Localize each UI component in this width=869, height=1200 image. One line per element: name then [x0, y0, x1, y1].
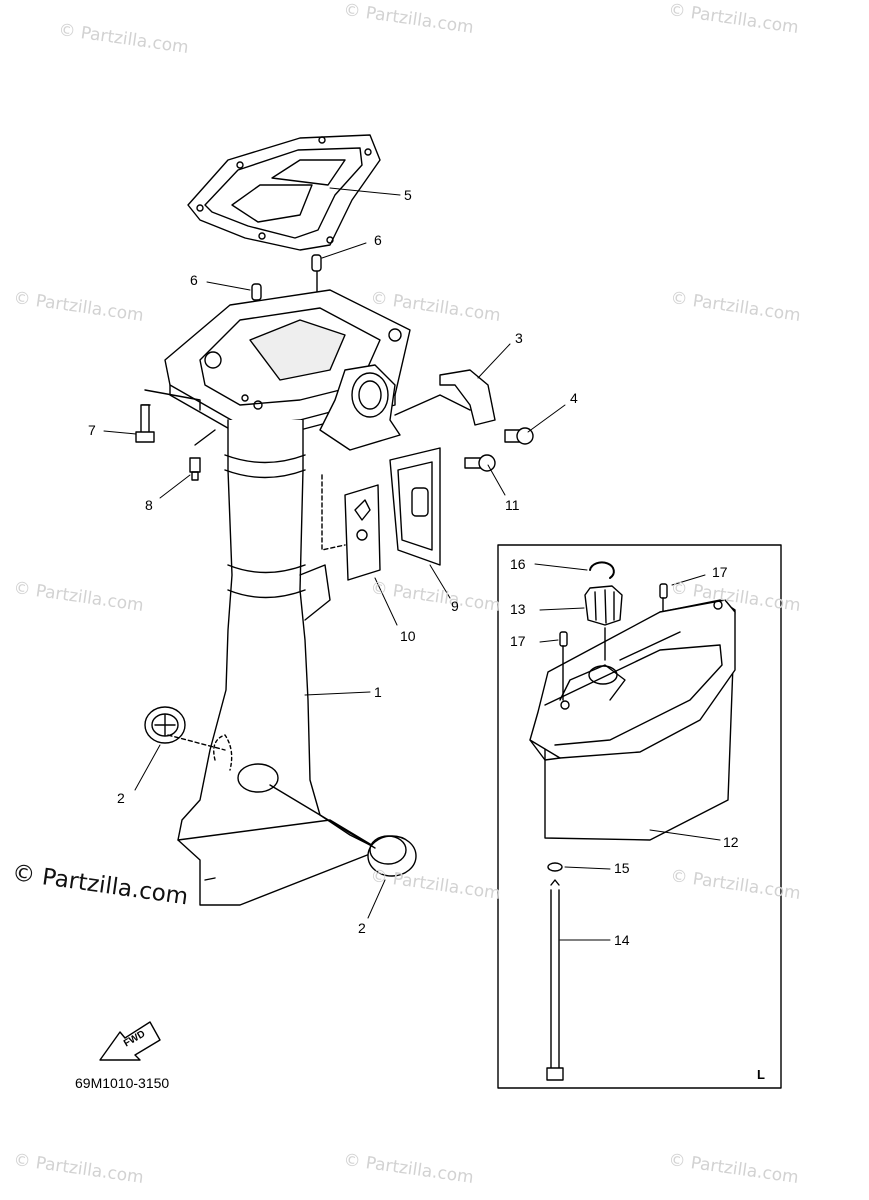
lower-casing-part-12 [529, 599, 736, 841]
inset-label: L [757, 1067, 765, 1082]
washer-part-15 [547, 862, 563, 872]
callout-5: 5 [404, 187, 412, 203]
callout-17: 17 [712, 564, 728, 580]
pin-part-17-left [559, 631, 568, 647]
upper-casing-part-1 [177, 419, 381, 906]
callout-3: 3 [515, 330, 523, 346]
bolt-part-11 [464, 454, 496, 472]
callout-17: 17 [510, 633, 526, 649]
callout-16: 16 [510, 556, 526, 572]
callout-6: 6 [374, 232, 382, 248]
callout-8: 8 [145, 497, 153, 513]
plate-part-10 [344, 484, 381, 581]
pin-part-17-right [659, 583, 668, 599]
callout-4: 4 [570, 390, 578, 406]
long-bolt-part-14 [546, 879, 564, 1081]
bolt-part-7 [135, 404, 155, 443]
circlip-part-16 [589, 561, 615, 579]
callout-13: 13 [510, 601, 526, 617]
grommet-part-2-right [367, 835, 417, 877]
upper-casing-plate [164, 289, 411, 451]
callout-9: 9 [451, 598, 459, 614]
callout-14: 14 [614, 932, 630, 948]
fwd-arrow-icon [99, 1021, 161, 1061]
inset-frame [497, 544, 782, 1089]
dowel-pin-6-left [251, 283, 262, 301]
callout-2: 2 [117, 790, 125, 806]
callout-6: 6 [190, 272, 198, 288]
callout-11: 11 [505, 497, 520, 513]
gasket-part-5 [187, 134, 381, 251]
callout-10: 10 [400, 628, 416, 644]
dowel-pin-6-right [311, 254, 322, 272]
callout-7: 7 [88, 422, 96, 438]
screw-part-8 [189, 457, 201, 481]
nut-part-13 [584, 585, 623, 626]
callout-2: 2 [358, 920, 366, 936]
bolt-part-4 [504, 427, 534, 445]
diagram-code: 69M1010-3150 [75, 1075, 170, 1091]
bracket-part-3 [439, 369, 496, 426]
cover-part-9 [389, 447, 441, 566]
grommet-part-2-left [144, 706, 186, 744]
callout-12: 12 [723, 834, 739, 850]
callout-1: 1 [374, 684, 382, 700]
callout-15: 15 [614, 860, 630, 876]
